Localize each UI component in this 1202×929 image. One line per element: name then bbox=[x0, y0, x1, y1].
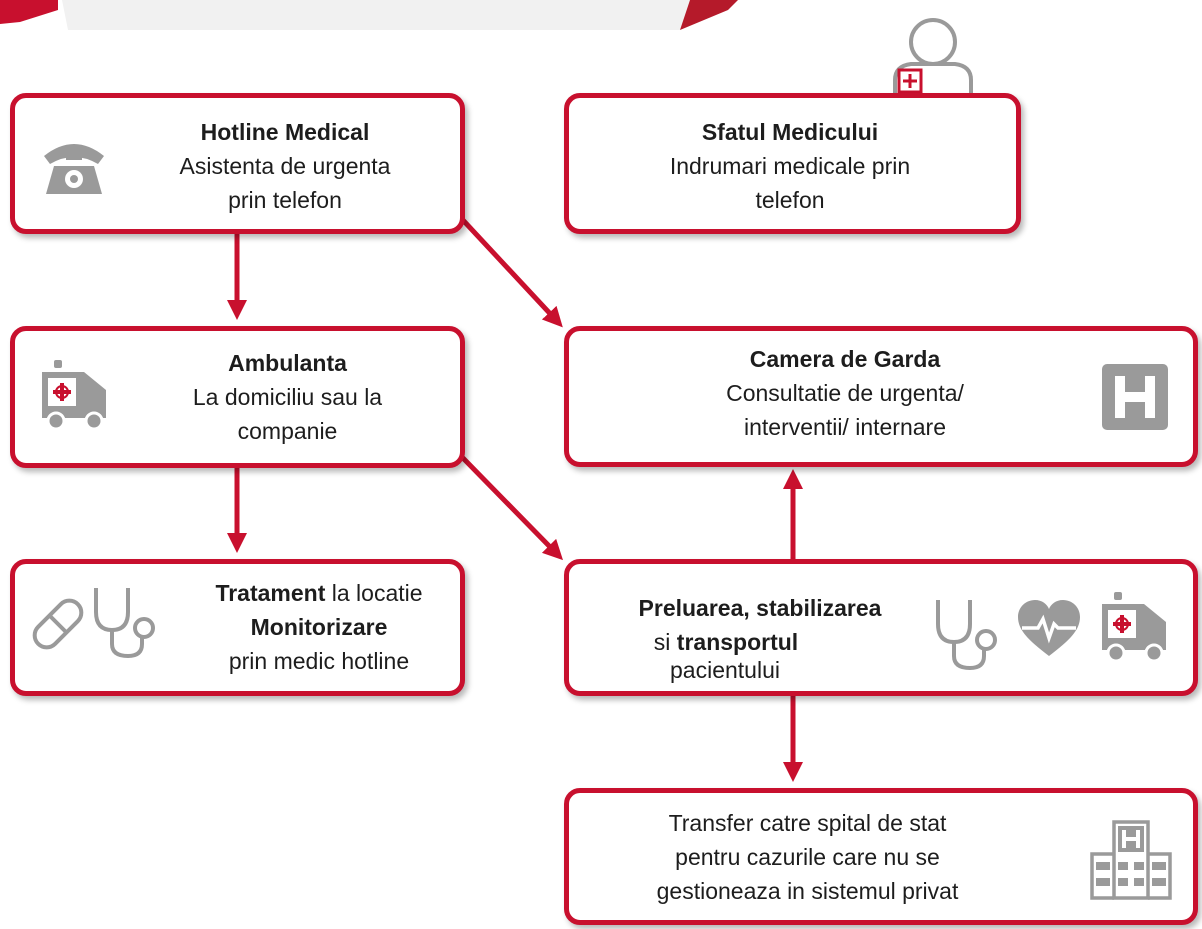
stethoscope-icon bbox=[936, 600, 997, 671]
preluarea-box bbox=[564, 559, 1198, 696]
doctor-icon bbox=[893, 18, 973, 100]
tratament-line3: prin medic hotline bbox=[228, 648, 410, 674]
transfer-line3: gestioneaza in sistemul privat bbox=[656, 878, 959, 904]
arrow-ambulanta-to-preluarea bbox=[459, 454, 563, 561]
hotline-medical-line2: prin telefon bbox=[228, 187, 342, 213]
sfatul-medicului-line1: Indrumari medicale prin bbox=[669, 153, 911, 179]
hotline-medical-line1: Asistenta de urgenta bbox=[179, 153, 391, 179]
pill-icon bbox=[32, 598, 84, 650]
arrow-hotline-to-camera bbox=[459, 216, 563, 328]
transfer-line1: Transfer catre spital de stat bbox=[668, 810, 947, 836]
hotline-medical-title: Hotline Medical bbox=[200, 119, 370, 145]
tratament-bold: Tratament bbox=[215, 580, 326, 606]
tratament-box bbox=[10, 559, 465, 696]
preluarea-line1: Preluarea, stabilizarea bbox=[638, 595, 882, 621]
preluarea-text: Preluarea, stabilizarea si transportul p… bbox=[585, 591, 935, 687]
ambulanta-text: Ambulanta La domiciliu sau la companie bbox=[135, 346, 440, 448]
preluarea-transportul: transportul bbox=[676, 629, 799, 655]
hospital-building-icon bbox=[1090, 820, 1172, 900]
tratament-line1: Tratament la locatie bbox=[178, 576, 460, 610]
top-banner bbox=[0, 0, 738, 30]
ambulanta-line2: companie bbox=[237, 418, 338, 444]
camera-de-garda-line2: interventii/ internare bbox=[744, 414, 946, 440]
hotline-medical-text: Hotline Medical Asistenta de urgenta pri… bbox=[135, 115, 435, 217]
hotline-medical-box bbox=[10, 93, 465, 234]
camera-de-garda-box bbox=[564, 326, 1198, 467]
camera-de-garda-line1: Consultatie de urgenta/ bbox=[726, 380, 964, 406]
transfer-text: Transfer catre spital de stat pentru caz… bbox=[610, 806, 1005, 908]
hospital-sign-icon bbox=[1102, 364, 1168, 430]
sfatul-medicului-line2: telefon bbox=[755, 187, 825, 213]
preluarea-si: si bbox=[653, 629, 677, 655]
heart-pulse-icon bbox=[1018, 600, 1080, 656]
ambulanta-title: Ambulanta bbox=[228, 350, 347, 376]
ambulanta-line1: La domiciliu sau la bbox=[192, 384, 383, 410]
ambulance-icon bbox=[1102, 592, 1166, 663]
telephone-icon bbox=[44, 144, 104, 194]
camera-de-garda-title: Camera de Garda bbox=[749, 346, 941, 372]
sfatul-medicului-title: Sfatul Medicului bbox=[701, 119, 879, 145]
ambulance-icon bbox=[42, 360, 106, 430]
sfatul-medicului-box bbox=[564, 93, 1021, 234]
preluarea-line3: pacientului bbox=[670, 657, 780, 683]
tratament-rest: la locatie bbox=[325, 580, 423, 606]
tratament-text: Tratament la locatie Monitorizare prin m… bbox=[178, 576, 460, 678]
sfatul-medicului-text: Sfatul Medicului Indrumari medicale prin… bbox=[610, 115, 970, 217]
monitorizare-label: Monitorizare bbox=[250, 614, 388, 640]
transfer-line2: pentru cazurile care nu se bbox=[675, 844, 940, 870]
camera-de-garda-text: Camera de Garda Consultatie de urgenta/ … bbox=[650, 342, 1040, 444]
preluarea-line2: si transportul bbox=[585, 625, 935, 659]
stethoscope-icon bbox=[94, 588, 155, 659]
